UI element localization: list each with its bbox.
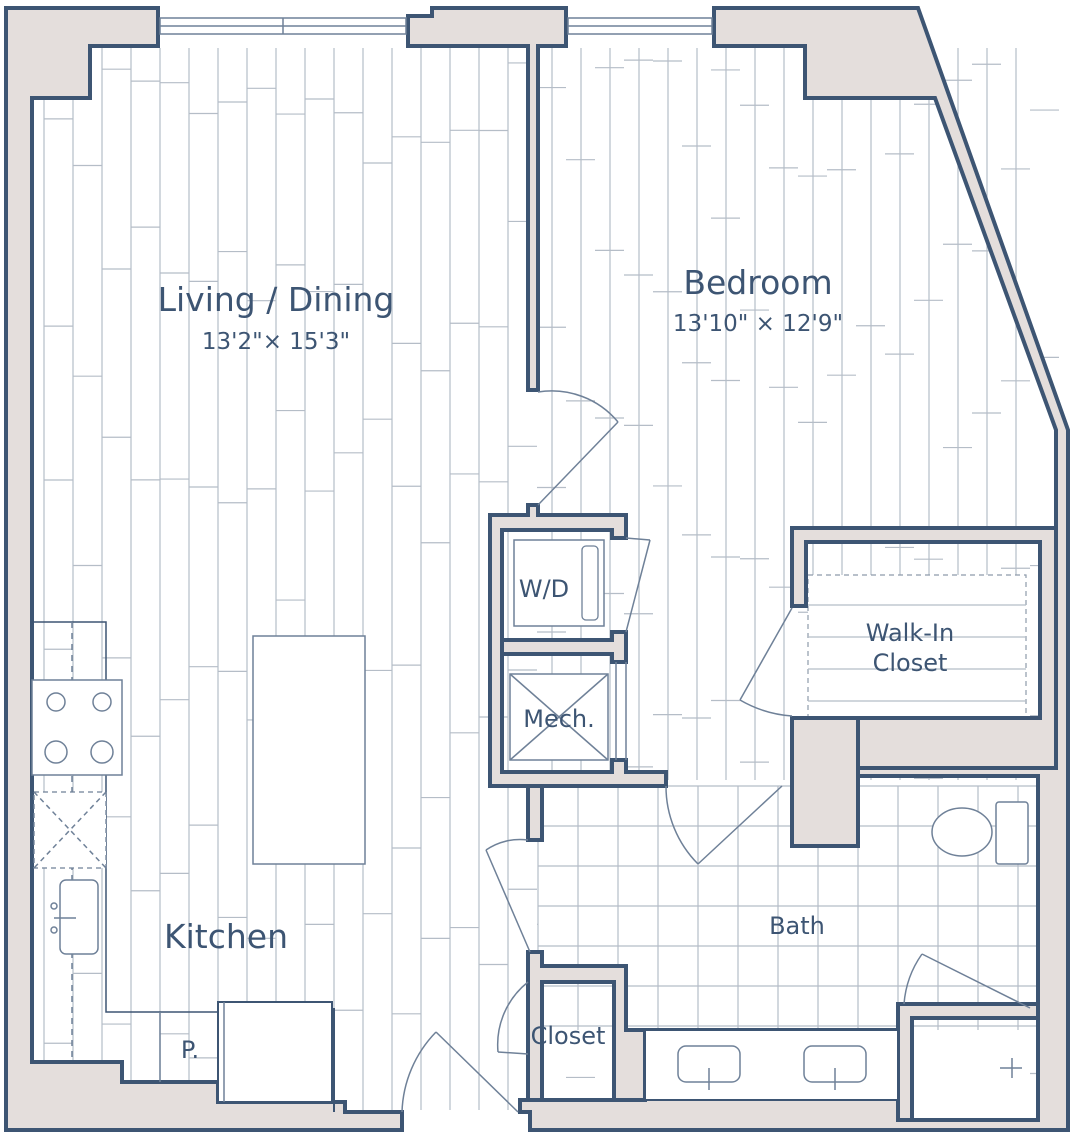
refrigerator (217, 1001, 333, 1103)
exterior-wall-right (518, 6, 1070, 1132)
walkin-closet-floor (807, 574, 1027, 736)
kitchen-label: Kitchen (164, 917, 288, 956)
bath-label: Bath (769, 912, 825, 940)
kitchen-sink (50, 879, 99, 955)
mech-door[interactable] (615, 662, 627, 760)
bedroom-door[interactable] (537, 390, 619, 506)
entry-door[interactable] (401, 1031, 519, 1113)
walkin-closet-label-line1: Walk-In (866, 619, 954, 647)
window-left (159, 17, 407, 35)
bath-west-door[interactable] (485, 838, 531, 953)
cooktop (31, 679, 123, 776)
exterior-wall-top-center (406, 6, 568, 392)
living-dining-label: Living / Dining (158, 280, 395, 319)
closet-door[interactable] (496, 981, 529, 1055)
wd-label: W/D (519, 575, 569, 603)
toilet (931, 801, 1029, 865)
utility-divider (500, 630, 628, 664)
walkin-closet-wall (790, 526, 1058, 776)
bath-partition (790, 716, 860, 848)
window-right (567, 17, 713, 35)
living-dining-dims: 13'2"× 15'3" (202, 329, 350, 355)
bath-west-wall (526, 784, 544, 842)
exterior-wall (4, 6, 404, 1132)
dishwasher (33, 791, 107, 869)
bath-door[interactable] (665, 785, 783, 865)
kitchen-island (252, 635, 366, 865)
pantry-label: P. (181, 1036, 199, 1064)
washer-dryer (513, 539, 605, 627)
wd-door[interactable] (625, 537, 651, 633)
shower-fixture (1000, 1058, 1022, 1078)
walkin-closet-label-line2: Closet (873, 649, 948, 677)
shower-wall (896, 1002, 1040, 1122)
shower-door[interactable] (903, 953, 1031, 1009)
bedroom-label: Bedroom (683, 263, 832, 302)
bedroom-dims: 13'10" × 12'9" (673, 311, 843, 337)
mech-label: Mech. (523, 705, 595, 733)
closet-label: Closet (531, 1022, 606, 1050)
vanity (644, 1029, 899, 1101)
walkin-closet-door[interactable] (739, 607, 793, 717)
mech-unit (509, 673, 609, 761)
